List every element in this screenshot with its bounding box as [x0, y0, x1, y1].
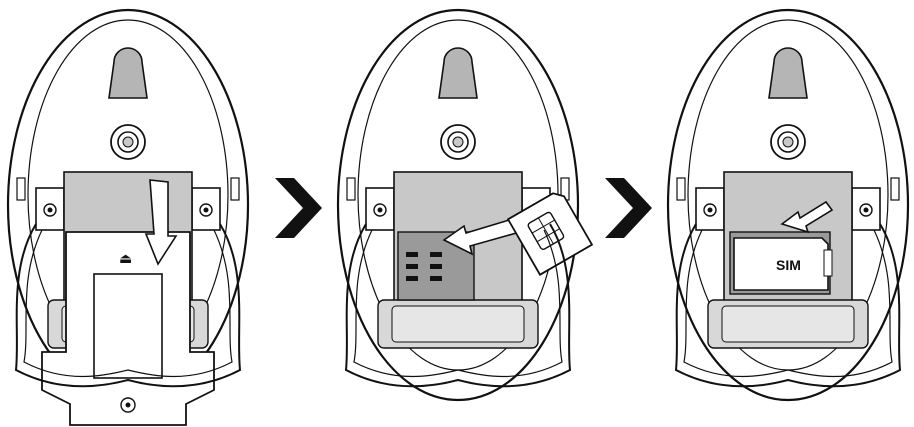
- sim-holder-contacts: [406, 252, 442, 281]
- chevron-right-icon: [275, 178, 322, 238]
- sim-latch: [823, 249, 833, 277]
- step-3-device: SIM: [666, 8, 910, 402]
- slide-down-arrow-icon: [144, 179, 178, 266]
- step-2-device: [336, 8, 594, 402]
- sim-card: [506, 192, 594, 276]
- insert-arrow-icon: [780, 200, 834, 234]
- cover-label-area: [93, 273, 163, 379]
- sim-label: SIM: [776, 257, 801, 273]
- chevron-right-icon: [605, 178, 652, 238]
- eject-icon: ⏏: [119, 251, 132, 267]
- device-back: [666, 8, 910, 402]
- step-1-device: ⏏: [6, 8, 250, 426]
